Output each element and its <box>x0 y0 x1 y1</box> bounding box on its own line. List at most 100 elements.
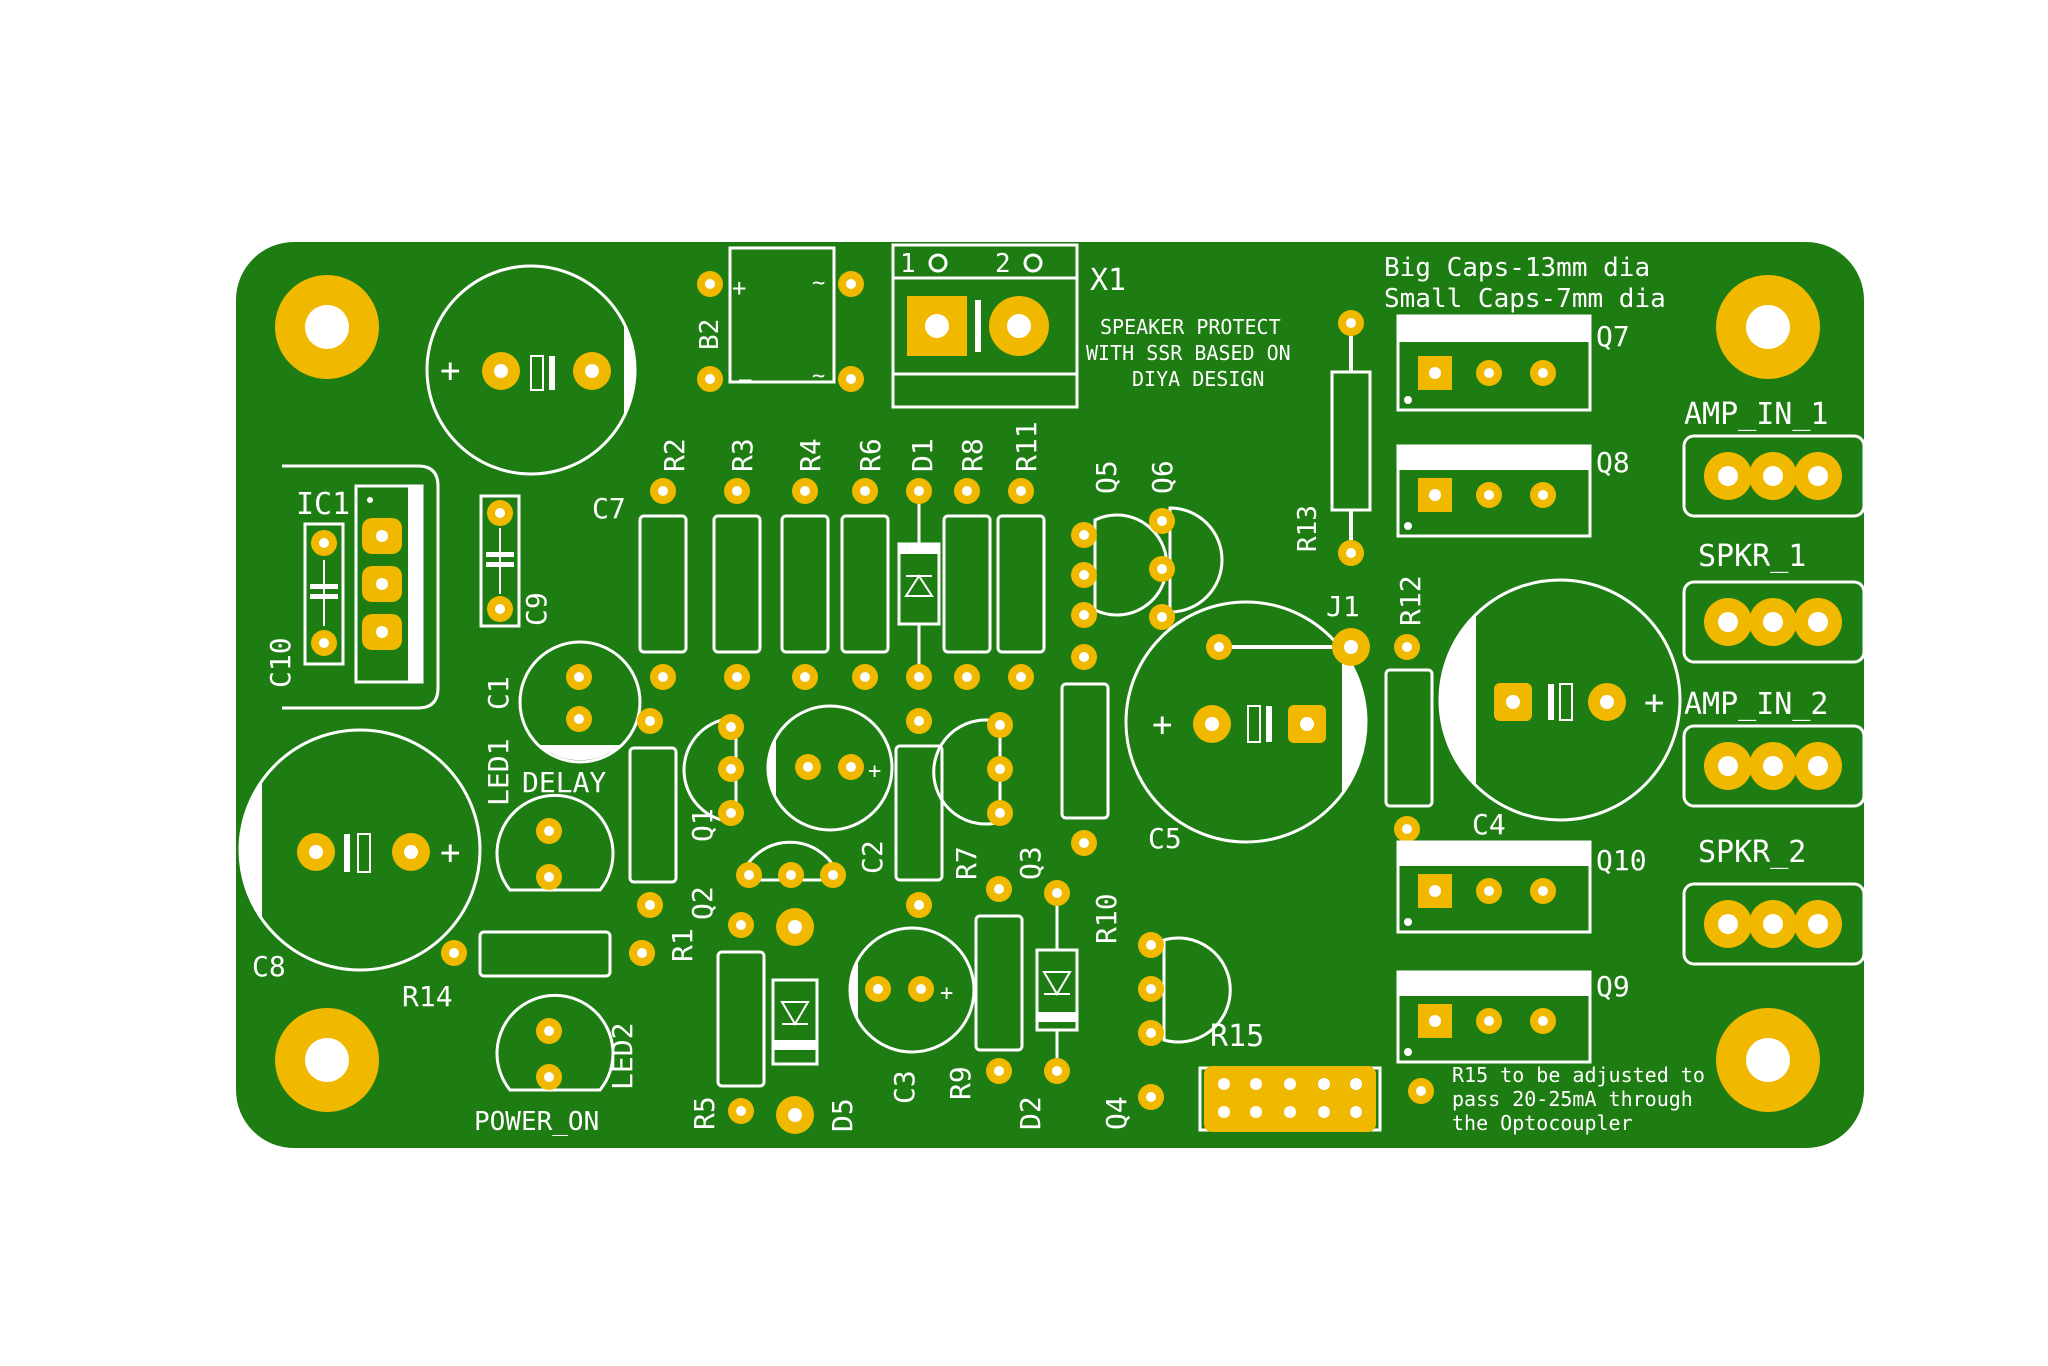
svg-text:+: + <box>1152 705 1172 745</box>
capacitor-c1: + C1 <box>482 640 642 766</box>
svg-text:R1: R1 <box>666 928 699 962</box>
connector-amp-in-1: AMP_IN_1 <box>1682 397 1866 518</box>
capacitor-c5: + C5 <box>1124 600 1368 855</box>
svg-text:R11: R11 <box>1010 421 1043 472</box>
note-r15-line1: R15 to be adjusted to <box>1452 1063 1705 1087</box>
label-x1: X1 <box>1090 263 1126 298</box>
svg-text:R12: R12 <box>1394 575 1427 626</box>
resistor-r15: R15 <box>1198 1019 1434 1132</box>
svg-text:AMP_IN_2: AMP_IN_2 <box>1684 687 1829 722</box>
terminal-x1: 1 2 X1 <box>891 243 1126 409</box>
svg-text:SPKR_2: SPKR_2 <box>1698 835 1806 870</box>
transistor-q8: Q8 <box>1396 444 1630 538</box>
resistor-row: R2 R3 R4 R6 D1 R8 R11 <box>638 421 1046 690</box>
svg-text:R7: R7 <box>950 846 983 880</box>
svg-text:C2: C2 <box>856 840 889 874</box>
note-speaker-protect: SPEAKER PROTECT WITH SSR BASED ON DIYA D… <box>1086 310 1364 391</box>
led1: LED1 DELAY <box>482 739 615 892</box>
transistor-q2: Q2 <box>686 840 846 920</box>
svg-text:C5: C5 <box>1148 822 1182 855</box>
capacitor-c2: + C2 <box>766 704 894 874</box>
svg-text:R13: R13 <box>1293 505 1323 552</box>
note-r15-line3: the Optocoupler <box>1452 1111 1633 1135</box>
svg-text:+: + <box>868 759 881 784</box>
svg-text:C10: C10 <box>264 637 297 688</box>
svg-text:D5: D5 <box>826 1098 859 1132</box>
svg-text:Q1: Q1 <box>686 808 719 842</box>
svg-text:Q10: Q10 <box>1596 844 1647 877</box>
transistor-q1: Q1 <box>682 714 744 842</box>
label-r10: R10 <box>1090 893 1123 944</box>
svg-text:C1: C1 <box>482 676 515 710</box>
diode-d2: D2 <box>1014 880 1079 1130</box>
connector-amp-in-2: AMP_IN_2 <box>1682 687 1866 808</box>
svg-text:Q7: Q7 <box>1596 320 1630 353</box>
svg-text:LED2: LED2 <box>606 1023 639 1090</box>
svg-text:WITH SSR BASED ON: WITH SSR BASED ON <box>1086 341 1291 365</box>
resistor-r9: R9 <box>944 876 1024 1100</box>
ic1: IC1 <box>282 464 440 710</box>
label-b2: B2 <box>695 319 725 350</box>
svg-text:SPKR_1: SPKR_1 <box>1698 539 1806 574</box>
svg-text:J1: J1 <box>1326 590 1360 623</box>
capacitor-c3: + C3 <box>848 926 976 1104</box>
svg-text:R4: R4 <box>794 438 827 472</box>
svg-text:R3: R3 <box>726 438 759 472</box>
bridge-rectifier-b2: + − ~ ~ B2 <box>695 246 864 394</box>
svg-text:Q4: Q4 <box>1100 1096 1133 1130</box>
note-r15-line2: pass 20-25mA through <box>1452 1087 1693 1111</box>
svg-text:Q5: Q5 <box>1090 460 1123 494</box>
transistor-q3: Q3 <box>932 712 1047 880</box>
svg-text:2: 2 <box>995 249 1011 279</box>
resistor-r13: R13 <box>1293 336 1372 566</box>
svg-text:DIYA DESIGN: DIYA DESIGN <box>1132 367 1264 391</box>
connector-spkr-1: SPKR_1 <box>1682 539 1866 664</box>
svg-text:+: + <box>572 741 585 766</box>
transistor-q6: Q6 <box>1146 460 1224 630</box>
jumper-j1: J1 <box>1206 590 1370 666</box>
svg-text:+: + <box>940 981 953 1006</box>
svg-text:D2: D2 <box>1014 1096 1047 1130</box>
led2: LED2 POWER_ON <box>474 993 639 1137</box>
capacitor-c8: + C8 <box>238 728 482 983</box>
svg-text:R8: R8 <box>956 438 989 472</box>
capacitor-top-left: + <box>425 264 637 476</box>
note-small-caps: Small Caps-7mm dia <box>1384 284 1666 314</box>
svg-text:Q3: Q3 <box>1014 846 1047 880</box>
note-big-caps: Big Caps-13mm dia <box>1384 253 1650 283</box>
resistor-r10-body <box>1060 682 1110 820</box>
connector-spkr-2: SPKR_2 <box>1682 835 1866 966</box>
svg-text:C4: C4 <box>1472 808 1506 841</box>
svg-text:R14: R14 <box>402 980 453 1013</box>
resistor-r14: R14 <box>402 930 655 1013</box>
svg-text:DELAY: DELAY <box>522 766 606 799</box>
diode-d5: D5 <box>771 908 859 1134</box>
svg-text:R15: R15 <box>1210 1019 1264 1054</box>
capacitor-c10: C10 <box>264 522 345 688</box>
transistor-q9: Q9 <box>1396 970 1630 1064</box>
svg-text:−: − <box>738 366 752 394</box>
svg-text:Q9: Q9 <box>1596 970 1630 1003</box>
svg-text:AMP_IN_1: AMP_IN_1 <box>1684 397 1829 432</box>
label-c7: C7 <box>592 492 626 525</box>
svg-text:SPEAKER PROTECT: SPEAKER PROTECT <box>1100 315 1281 339</box>
svg-text:R6: R6 <box>854 438 887 472</box>
capacitor-c4: + C4 <box>1438 578 1682 841</box>
svg-text:POWER_ON: POWER_ON <box>474 1107 599 1137</box>
transistor-q7: Q7 <box>1396 314 1630 412</box>
capacitor-c9: C9 <box>479 494 553 628</box>
svg-text:IC1: IC1 <box>296 487 350 522</box>
svg-text:1: 1 <box>900 249 916 279</box>
resistor-r12: R12 <box>1384 575 1434 842</box>
svg-text:Q2: Q2 <box>686 886 719 920</box>
resistor-r7: R7 <box>894 708 983 918</box>
resistor-r1: R1 <box>628 746 699 966</box>
svg-text:+: + <box>1644 683 1664 723</box>
mounting-holes <box>275 275 1820 1112</box>
svg-text:~: ~ <box>812 364 825 389</box>
svg-text:+: + <box>440 833 460 873</box>
svg-text:+: + <box>732 274 746 302</box>
svg-text:C9: C9 <box>520 592 553 626</box>
svg-text:LED1: LED1 <box>482 739 515 806</box>
transistor-q10: Q10 <box>1396 840 1647 934</box>
